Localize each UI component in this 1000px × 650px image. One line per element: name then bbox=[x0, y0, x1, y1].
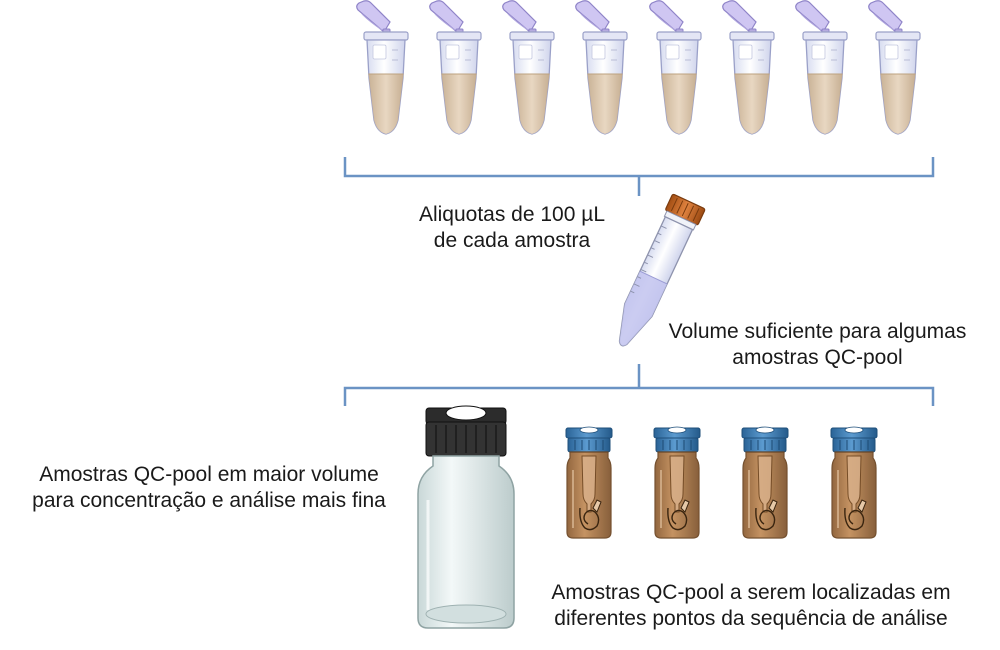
microtube-icon bbox=[795, 0, 848, 135]
amber-vial-icon bbox=[565, 426, 613, 539]
large-vial-caption-line-2: para concentração e análise mais fina bbox=[32, 489, 386, 512]
microtube-icon bbox=[649, 0, 702, 135]
amber-vial-icon bbox=[741, 426, 789, 539]
microtube-icon bbox=[575, 0, 628, 135]
microtube-icon bbox=[429, 0, 482, 135]
microtube-icon bbox=[868, 0, 921, 135]
aliquots-caption: Aliquotas de 100 µL de cada amostra bbox=[402, 202, 622, 254]
microtube-icon bbox=[502, 0, 555, 135]
bottom-bracket bbox=[343, 364, 935, 406]
falcon-tube-icon bbox=[618, 193, 706, 347]
small-vials-caption-line-2: diferentes pontos da sequência de anális… bbox=[554, 607, 948, 630]
aliquots-caption-line-1: Aliquotas de 100 µL bbox=[418, 203, 606, 226]
pool-volume-caption-line-2: amostras QC-pool bbox=[732, 346, 903, 369]
microtube-icon bbox=[356, 0, 409, 135]
top-bracket bbox=[343, 157, 935, 196]
aliquots-caption-line-2: de cada amostra bbox=[433, 229, 591, 252]
amber-vial-row bbox=[565, 426, 878, 539]
large-vial-caption: Amostras QC-pool em maior volume para co… bbox=[14, 462, 404, 514]
small-vials-caption: Amostras QC-pool a serem localizadas em … bbox=[536, 580, 966, 632]
small-vials-caption-line-1: Amostras QC-pool a serem localizadas em bbox=[551, 581, 951, 604]
clear-vial-icon bbox=[417, 405, 515, 629]
amber-vial-icon bbox=[653, 426, 701, 539]
large-vial-caption-line-1: Amostras QC-pool em maior volume bbox=[39, 463, 379, 486]
amber-vial-icon bbox=[830, 426, 878, 539]
pool-volume-caption: Volume suficiente para algumas amostras … bbox=[655, 319, 980, 371]
pool-volume-caption-line-1: Volume suficiente para algumas bbox=[668, 320, 967, 343]
microtube-row bbox=[356, 0, 921, 135]
microtube-icon bbox=[722, 0, 775, 135]
